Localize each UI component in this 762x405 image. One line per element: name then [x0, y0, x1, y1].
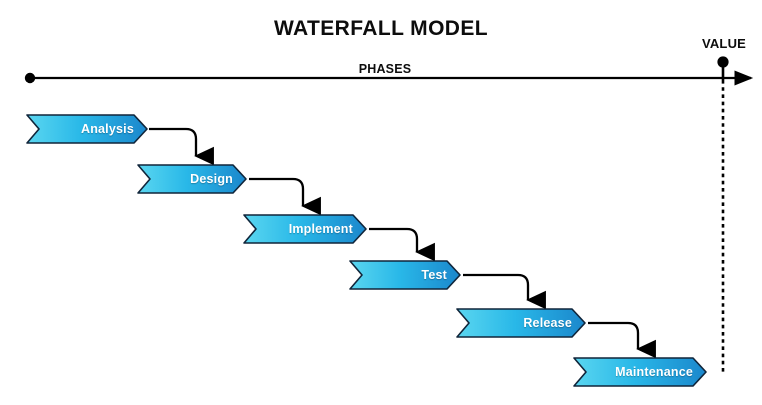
phase-chevron-maintenance[interactable]: Maintenance — [573, 357, 707, 387]
value-axis-label: VALUE — [701, 36, 747, 51]
connector-release-maintenance — [588, 321, 656, 359]
chevron-shape — [573, 357, 707, 387]
phase-chevron-design[interactable]: Design — [137, 164, 247, 194]
page-title: WATERFALL MODEL — [273, 17, 489, 40]
connector-test-release — [463, 273, 546, 310]
connector-design-implement — [249, 177, 321, 216]
phases-axis-label: PHASES — [358, 62, 412, 76]
chevron-shape — [243, 214, 367, 244]
chevron-shape — [349, 260, 461, 290]
phase-chevron-analysis[interactable]: Analysis — [26, 114, 148, 144]
phase-chevron-release[interactable]: Release — [456, 308, 586, 338]
axis-origin-dot — [24, 72, 36, 84]
chevron-shape — [26, 114, 148, 144]
connector-implement-test — [369, 227, 435, 262]
chevron-shape — [456, 308, 586, 338]
phase-chevron-test[interactable]: Test — [349, 260, 461, 290]
phase-chevron-implement[interactable]: Implement — [243, 214, 367, 244]
connector-analysis-design — [149, 127, 214, 166]
chevron-shape — [137, 164, 247, 194]
